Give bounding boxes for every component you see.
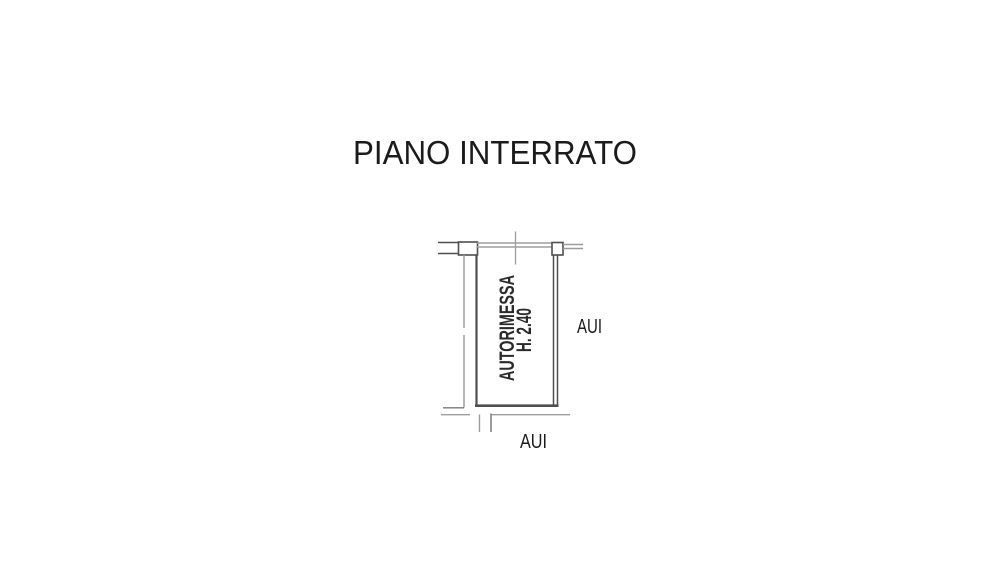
pier-right bbox=[551, 241, 564, 256]
page-title: PIANO INTERRATO bbox=[353, 134, 637, 171]
pier-left bbox=[457, 241, 479, 256]
annotation-aui-right: AUI bbox=[577, 316, 602, 338]
annotation-aui-bottom: AUI bbox=[520, 431, 547, 453]
room-height-label: H. 2.40 bbox=[513, 308, 536, 352]
garage-plan: AUTORIMESSA H. 2.40 AUI AUI bbox=[438, 231, 602, 453]
room-name-label: AUTORIMESSA bbox=[496, 275, 519, 381]
